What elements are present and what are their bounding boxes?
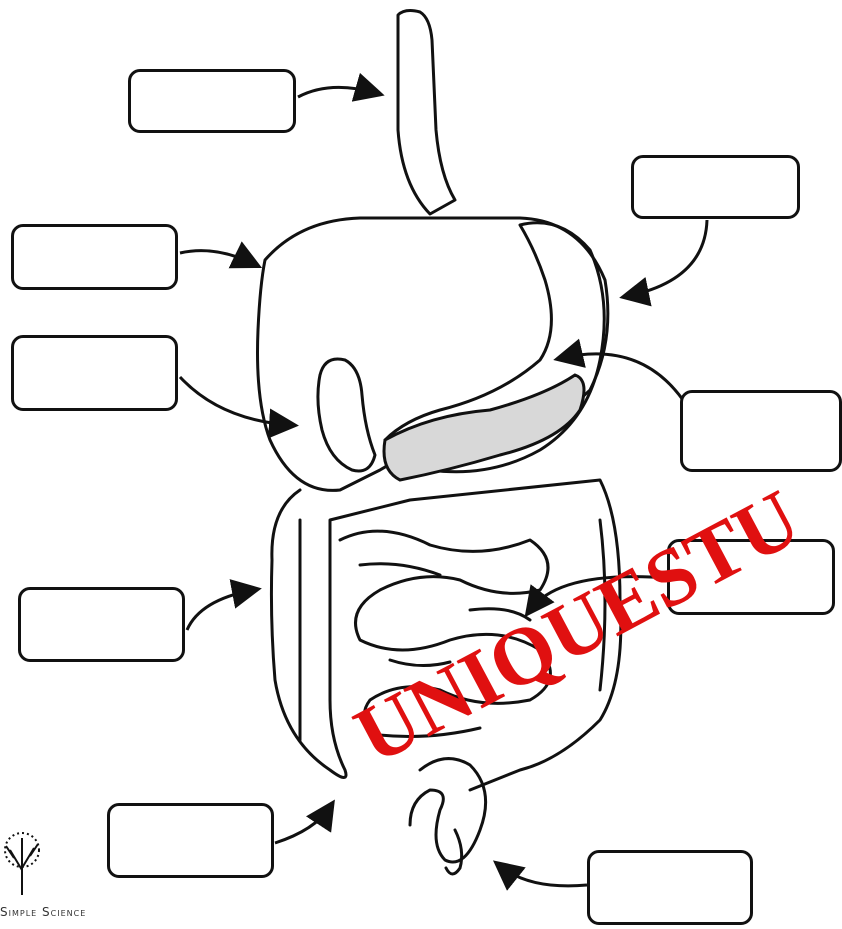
arrow-large-intestine [187, 590, 253, 630]
rectum-outline [410, 759, 486, 862]
gallbladder-outline [318, 359, 375, 471]
arrow-stomach [628, 220, 707, 296]
appendix-outline [446, 830, 462, 874]
arrow-liver [180, 251, 254, 264]
brand-name: Simple Science [0, 905, 86, 919]
label-box-liver[interactable] [11, 224, 178, 290]
arrow-gallbladder [180, 377, 290, 425]
arrow-rectum [275, 807, 330, 843]
label-box-rectum[interactable] [107, 803, 274, 878]
label-box-gallbladder[interactable] [11, 335, 178, 411]
arrow-appendix [500, 866, 587, 886]
label-box-esophagus[interactable] [128, 69, 296, 133]
tree-icon [5, 833, 39, 895]
arrow-esophagus [298, 87, 376, 97]
label-box-large-intestine[interactable] [18, 587, 185, 662]
label-box-stomach[interactable] [631, 155, 800, 219]
pancreas-shape [384, 375, 584, 480]
label-box-appendix[interactable] [587, 850, 753, 925]
esophagus-outline [398, 11, 455, 214]
label-box-pancreas[interactable] [680, 390, 842, 472]
